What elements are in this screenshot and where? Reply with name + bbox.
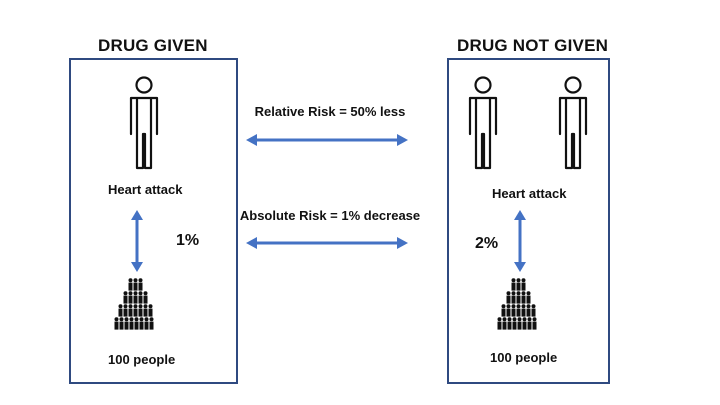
right-outcome-label: Heart attack bbox=[492, 186, 567, 201]
right-vertical-arrow bbox=[514, 210, 526, 272]
drug-not-given-panel bbox=[447, 58, 610, 384]
absolute-risk-label: Absolute Risk = 1% decrease bbox=[239, 208, 421, 223]
relative-risk-arrow bbox=[246, 134, 408, 146]
right-panel-title: DRUG NOT GIVEN bbox=[457, 36, 609, 55]
person-icon bbox=[468, 76, 498, 170]
right-rate-value: 2% bbox=[475, 235, 499, 252]
left-rate-value: 1% bbox=[176, 232, 200, 249]
drug-given-panel bbox=[69, 58, 238, 384]
left-crowd-icon bbox=[114, 278, 154, 330]
person-icon bbox=[558, 76, 588, 170]
relative-risk-label: Relative Risk = 50% less bbox=[254, 104, 406, 119]
left-vertical-arrow bbox=[131, 210, 143, 272]
left-population-label: 100 people bbox=[108, 352, 176, 367]
left-outcome-label: Heart attack bbox=[108, 182, 183, 197]
left-panel-title: DRUG GIVEN bbox=[98, 36, 208, 55]
right-crowd-icon bbox=[497, 278, 537, 330]
right-population-label: 100 people bbox=[490, 350, 558, 365]
absolute-risk-arrow bbox=[246, 237, 408, 249]
person-icon bbox=[129, 76, 159, 170]
